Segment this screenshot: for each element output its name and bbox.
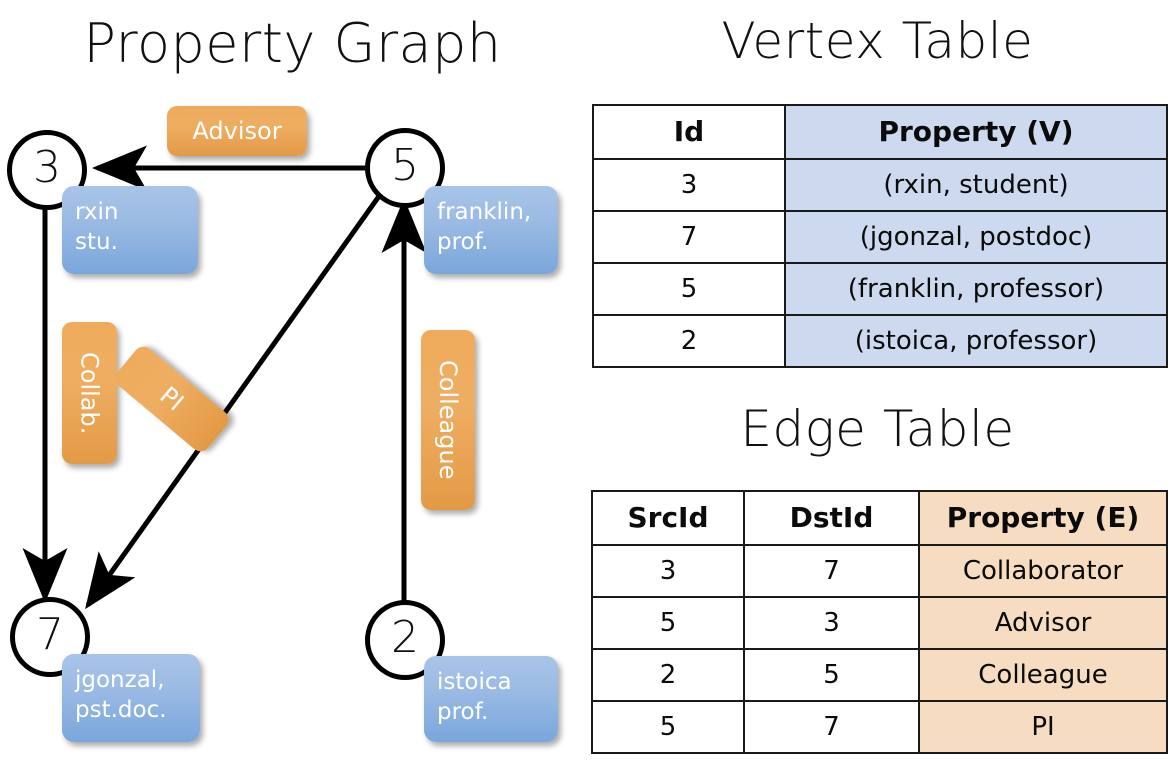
table-row[interactable]: 3 7 Collaborator	[591, 544, 1168, 598]
table-row[interactable]: 5 (franklin, professor)	[592, 262, 1168, 316]
edge-table-header-property: Property (E)	[918, 490, 1168, 546]
table-row[interactable]: 5 3 Advisor	[591, 596, 1168, 650]
vertex-property-callout-rxin: rxin stu.	[62, 186, 198, 274]
edge-table-cell-property: Advisor	[918, 596, 1168, 650]
vertex-table-cell-property: (franklin, professor)	[784, 262, 1168, 316]
edge-label-collab-text: Collab.	[75, 351, 104, 435]
edge-label-colleague-text: Colleague	[434, 360, 462, 480]
edge-5-to-7-pi	[85, 190, 385, 610]
vertex-table-cell-property: (istoica, professor)	[784, 314, 1168, 368]
edge-label-collab: Collab.	[62, 322, 117, 464]
graph-node-5[interactable]: 5	[365, 128, 445, 208]
edge-label-colleague: Colleague	[421, 330, 475, 510]
page-title-property-graph: Property Graph	[83, 12, 502, 75]
graph-edges-layer	[22, 145, 427, 615]
page-title-vertex-table: Vertex Table	[721, 12, 1034, 70]
table-row[interactable]: 3 (rxin, student)	[592, 158, 1168, 212]
edge-label-pi-text: PI	[154, 381, 190, 417]
edge-table: SrcId DstId Property (E) 3 7 Collaborato…	[591, 490, 1168, 754]
edge-table-header-srcid: SrcId	[591, 490, 745, 546]
edge-table-cell-property: Collaborator	[918, 544, 1168, 598]
edge-table-cell-srcid: 5	[591, 596, 745, 650]
edge-table-cell-dstid: 7	[743, 700, 920, 754]
edge-table-cell-dstid: 5	[743, 648, 920, 702]
table-row[interactable]: 2 5 Colleague	[591, 648, 1168, 702]
edge-table-cell-dstid: 3	[743, 596, 920, 650]
edge-table-header-row: SrcId DstId Property (E)	[591, 490, 1168, 546]
vertex-table-cell-property: (jgonzal, postdoc)	[784, 210, 1168, 264]
table-row[interactable]: 7 (jgonzal, postdoc)	[592, 210, 1168, 264]
vertex-property-callout-istoica: istoica prof.	[424, 656, 558, 742]
edge-label-advisor: Advisor	[167, 106, 307, 156]
graph-node-7-label: 7	[36, 609, 64, 660]
vertex-table-cell-id: 2	[592, 314, 786, 368]
edge-table-cell-srcid: 2	[591, 648, 745, 702]
vertex-property-callout-franklin: franklin, prof.	[424, 186, 558, 274]
vertex-table: Id Property (V) 3 (rxin, student) 7 (jgo…	[592, 104, 1168, 368]
graph-node-2-label: 2	[391, 612, 419, 663]
graph-node-2[interactable]: 2	[365, 600, 445, 680]
vertex-property-callout-jgonzal: jgonzal, pst.doc.	[62, 654, 200, 742]
vertex-table-cell-id: 7	[592, 210, 786, 264]
edge-table-cell-srcid: 5	[591, 700, 745, 754]
edge-table-cell-property: Colleague	[918, 648, 1168, 702]
vertex-table-cell-id: 3	[592, 158, 786, 212]
graph-node-3-label: 3	[33, 142, 61, 193]
page-title-edge-table: Edge Table	[740, 400, 1015, 458]
vertex-table-header-id: Id	[592, 104, 786, 160]
edge-table-cell-property: PI	[918, 700, 1168, 754]
edge-table-cell-srcid: 3	[591, 544, 745, 598]
graph-node-5-label: 5	[391, 140, 419, 191]
table-row[interactable]: 5 7 PI	[591, 700, 1168, 754]
vertex-table-header-row: Id Property (V)	[592, 104, 1168, 160]
table-row[interactable]: 2 (istoica, professor)	[592, 314, 1168, 368]
edge-table-header-dstid: DstId	[743, 490, 920, 546]
vertex-table-cell-id: 5	[592, 262, 786, 316]
edge-table-cell-dstid: 7	[743, 544, 920, 598]
vertex-table-cell-property: (rxin, student)	[784, 158, 1168, 212]
vertex-table-header-property: Property (V)	[784, 104, 1168, 160]
